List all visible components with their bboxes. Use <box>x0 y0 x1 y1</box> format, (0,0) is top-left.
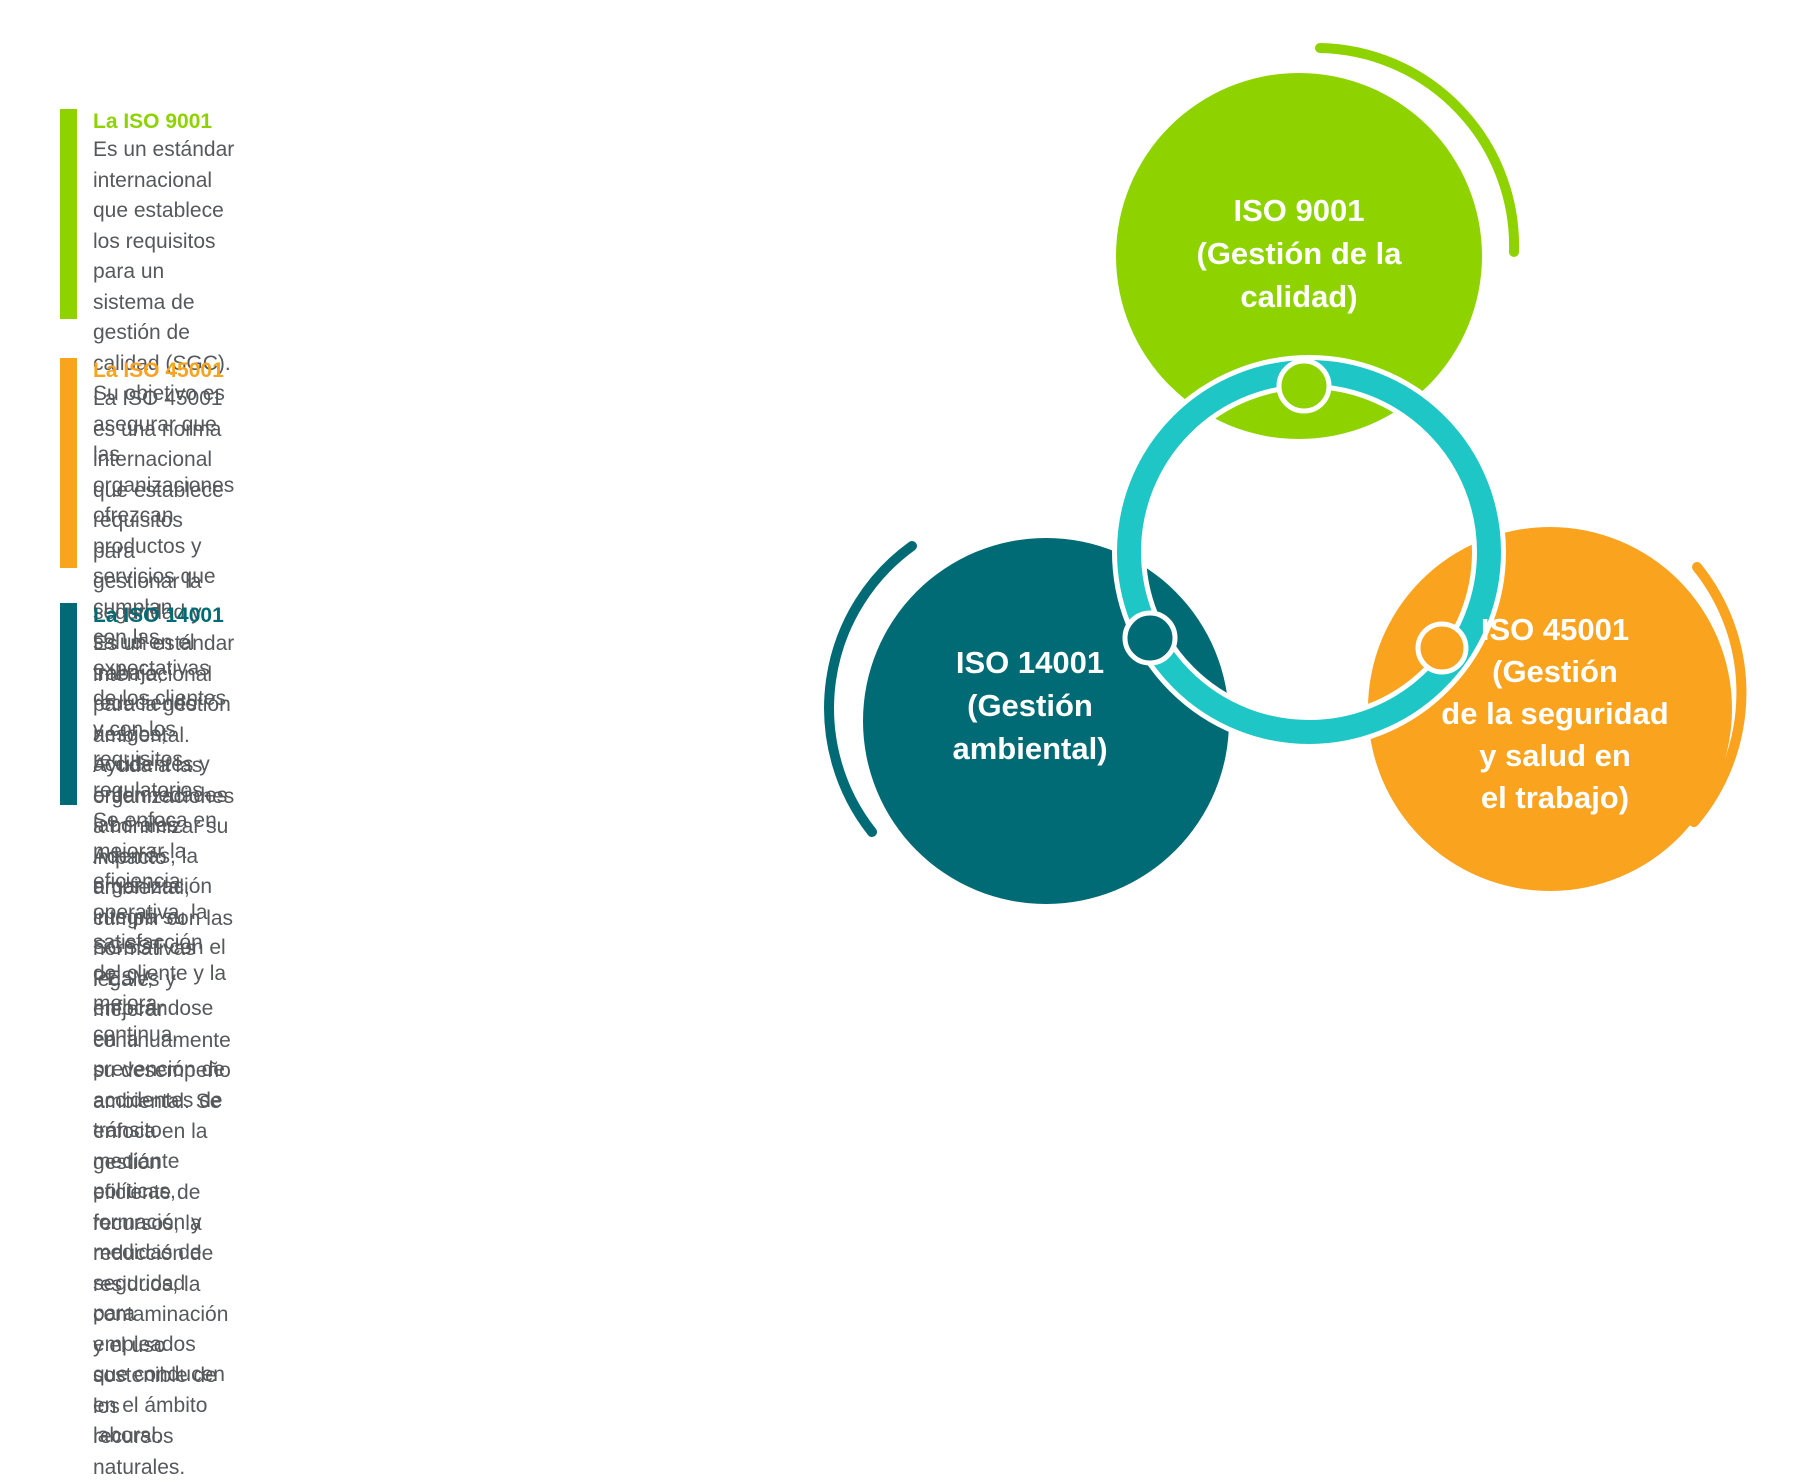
teal-accent-bar <box>60 603 77 805</box>
iso-9001-label-title: ISO 9001 <box>1234 193 1365 228</box>
green-accent-bar <box>60 109 77 319</box>
node-iso-45001 <box>1415 621 1469 675</box>
iso-9001-circle <box>1116 73 1482 439</box>
section-heading: La ISO 9001 <box>93 110 213 133</box>
iso-45001-label-title: ISO 45001 <box>1481 612 1629 647</box>
orange-outer-arc <box>1689 562 1747 827</box>
iso-14001-label-title: ISO 14001 <box>956 645 1104 680</box>
iso-14001-label-line: ambiental) <box>952 731 1107 766</box>
iso-45001-label-line: de la seguridad <box>1441 696 1668 731</box>
teal-outer-arc <box>824 541 917 837</box>
node-iso-9001 <box>1276 358 1332 414</box>
iso-venn-diagram: ISO 9001 (Gestión de la calidad) ISO 140… <box>824 43 1747 904</box>
iso-9001-label-line: calidad) <box>1240 279 1357 314</box>
section-heading: La ISO 45001 <box>93 359 224 382</box>
iso-9001-label-line: (Gestión de la <box>1197 236 1403 271</box>
section-heading: La ISO 14001 <box>93 604 224 627</box>
section-body: Es un estándar internacional que estable… <box>93 138 235 1046</box>
orange-accent-bar <box>60 358 77 568</box>
iso-45001-label-line: y salud en <box>1479 738 1631 773</box>
node-iso-14001 <box>1122 610 1178 666</box>
iso-45001-label-line: el trabajo) <box>1481 780 1629 815</box>
iso-14001-label-line: (Gestión <box>967 688 1093 723</box>
green-outer-arc <box>1315 43 1520 257</box>
iso-45001-label-line: (Gestión <box>1492 654 1618 689</box>
